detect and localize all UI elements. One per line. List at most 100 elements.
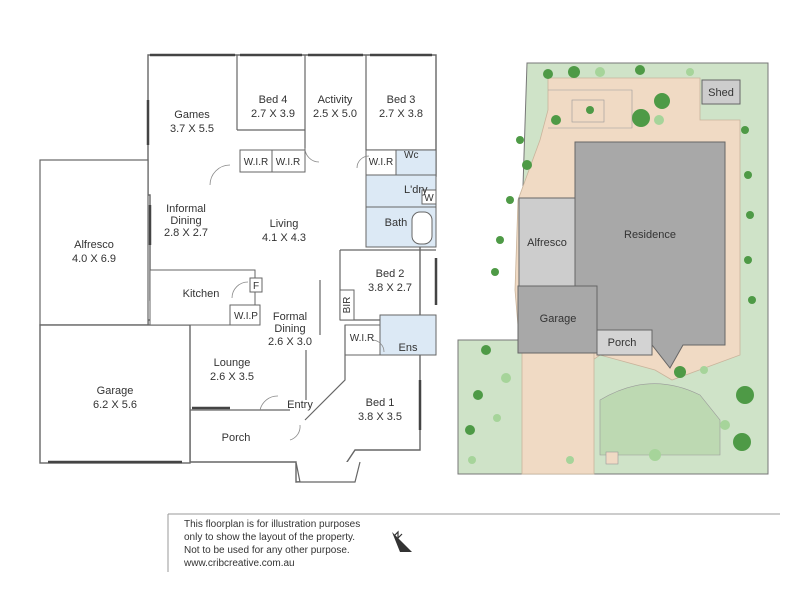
tree-icon [501, 373, 511, 383]
tree-icon [566, 456, 574, 464]
room-entry-name: Entry [287, 399, 313, 411]
site-garage-label: Garage [540, 313, 577, 325]
wir-box-3 [365, 149, 397, 176]
room-formal-dims: 2.6 X 3.0 [268, 336, 312, 348]
room-bed4-dims: 2.7 X 3.9 [251, 108, 295, 120]
tree-icon [736, 386, 754, 404]
door-swing-5 [259, 395, 279, 411]
door-swing-6 [289, 424, 301, 441]
room-informal-dims: 2.8 X 2.7 [164, 227, 208, 239]
tree-icon [491, 268, 499, 276]
tree-icon [543, 69, 553, 79]
tree-icon [465, 425, 475, 435]
garage-block [517, 285, 598, 354]
room-alfresco-name: Alfresco [74, 239, 114, 251]
disclaimer-line-2: only to show the layout of the property. [184, 532, 356, 543]
tree-icon [506, 196, 514, 204]
front-lawn [599, 383, 721, 456]
room-wir3-name: W.I.R [369, 157, 393, 168]
room-wip-name: W.I.P [234, 311, 258, 322]
tree-icon [568, 66, 580, 78]
room-ens-name: Ens [399, 342, 418, 354]
tree-icon [496, 236, 504, 244]
room-laundry-name: L'dry [404, 184, 428, 196]
alfresco-outline [39, 159, 149, 326]
tree-icon [516, 136, 524, 144]
tree-icon [551, 115, 561, 125]
site-alfresco-label: Alfresco [527, 237, 567, 249]
door-swing-4 [231, 281, 249, 299]
site-residence-label: Residence [624, 229, 676, 241]
tree-icon [481, 345, 491, 355]
site-porch-label: Porch [608, 337, 637, 349]
room-kitchen-name: Kitchen [183, 288, 220, 300]
room-activity-dims: 2.5 X 5.0 [313, 108, 357, 120]
room-lounge-name: Lounge [214, 357, 251, 369]
site-plan: Shed Alfresco Residence Garage Porch [457, 62, 769, 475]
tree-icon [595, 67, 605, 77]
room-porch-name: Porch [222, 432, 251, 444]
tree-icon [522, 160, 532, 170]
room-w-name: W [424, 193, 434, 204]
washer-box [421, 189, 437, 205]
room-games-name: Games [174, 109, 210, 121]
room-bed4-name: Bed 4 [259, 94, 288, 106]
tree-icon [649, 449, 661, 461]
wir-box-2 [271, 149, 306, 173]
room-f-name: F [253, 281, 259, 292]
tree-icon [733, 433, 751, 451]
room-bed2-name: Bed 2 [376, 268, 405, 280]
room-bed3-dims: 2.7 X 3.8 [379, 108, 423, 120]
tree-icon [720, 420, 730, 430]
tree-icon [493, 414, 501, 422]
room-bed3-name: Bed 3 [387, 94, 416, 106]
disclaimer: This floorplan is for illustration purpo… [184, 518, 394, 570]
tree-icon [632, 109, 650, 127]
door-swing-3 [356, 155, 370, 169]
disclaimer-line-1: This floorplan is for illustration purpo… [184, 519, 361, 530]
tree-icon [744, 171, 752, 179]
alfresco-block [518, 197, 576, 287]
tree-icon [686, 68, 694, 76]
room-living-name: Living [270, 218, 299, 230]
room-bath-name: Bath [385, 217, 408, 229]
tree-icon [654, 115, 664, 125]
tree-icon [700, 366, 708, 374]
room-wir4-name: W.I.R [350, 333, 374, 344]
room-bir-name: BIR [342, 297, 353, 314]
room-garage-dims: 6.2 X 5.6 [93, 399, 137, 411]
room-bed2-dims: 3.8 X 2.7 [368, 282, 412, 294]
room-bed1-dims: 3.8 X 3.5 [358, 411, 402, 423]
trees [465, 65, 756, 464]
room-games-dims: 3.7 X 5.5 [170, 123, 214, 135]
room-informal-name-2: Dining [170, 215, 201, 227]
tree-icon [635, 65, 645, 75]
room-formal-name-1: Formal [273, 311, 307, 323]
room-wir2-name: W.I.R [276, 157, 300, 168]
room-alfresco-dims: 4.0 X 6.9 [72, 253, 116, 265]
wc-box [395, 149, 437, 176]
tree-icon [746, 211, 754, 219]
door-swing-7 [371, 339, 385, 353]
fridge-box [249, 277, 263, 293]
room-wir1-name: W.I.R [244, 157, 268, 168]
ensuite-box [379, 314, 437, 356]
shed-block [701, 79, 741, 105]
tree-icon [748, 296, 756, 304]
tree-icon [654, 93, 670, 109]
tree-icon [744, 256, 752, 264]
room-lounge-dims: 2.6 X 3.5 [210, 371, 254, 383]
tree-icon [473, 390, 483, 400]
wall-bed1-left [304, 325, 346, 421]
tree-icon [586, 106, 594, 114]
disclaimer-line-3: Not to be used for any other purpose. [184, 545, 350, 556]
room-living-dims: 4.1 X 4.3 [262, 232, 306, 244]
website-text: www.cribcreative.com.au [184, 558, 295, 569]
door-swing-2 [304, 147, 320, 163]
door-swing-1 [209, 164, 231, 186]
room-garage-name: Garage [97, 385, 134, 397]
driveway [521, 349, 595, 475]
room-bed1-name: Bed 1 [366, 397, 395, 409]
floor-plan: Games 3.7 X 5.5 Bed 4 2.7 X 3.9 Activity… [39, 53, 438, 483]
